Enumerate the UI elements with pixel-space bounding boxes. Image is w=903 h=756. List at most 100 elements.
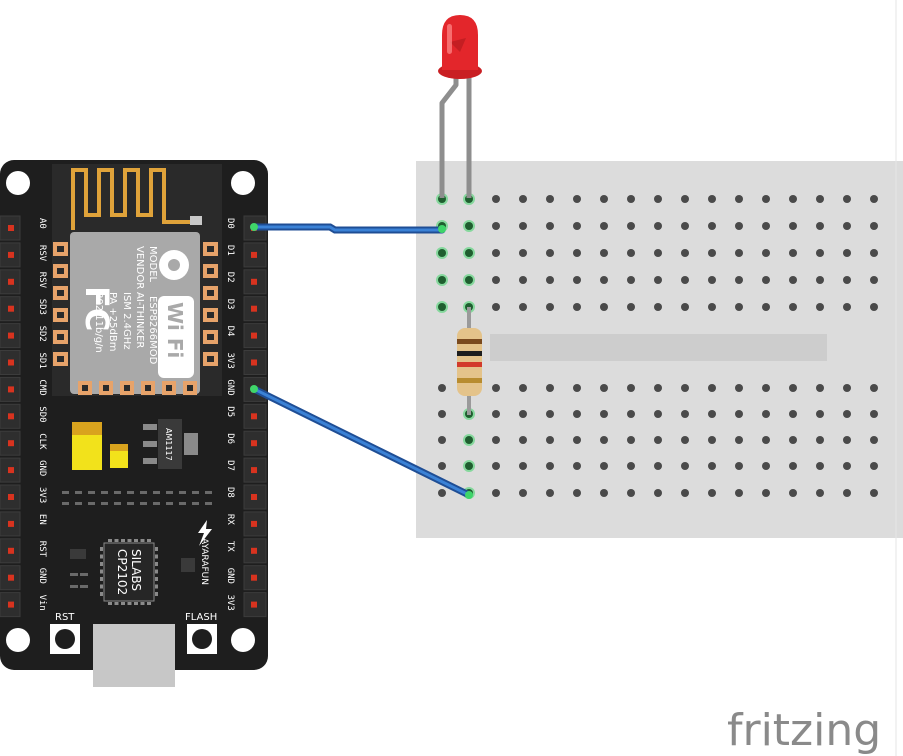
module-pad-hole	[207, 268, 214, 274]
breadboard-hole	[681, 384, 689, 392]
smd-pad	[153, 502, 160, 505]
right-pin-label: D1	[225, 245, 235, 256]
smd-pad	[88, 491, 95, 494]
breadboard-hole	[708, 276, 716, 284]
header-pin	[251, 278, 257, 285]
smd-pad	[179, 491, 186, 494]
espressif-logo-dot	[168, 259, 180, 271]
module-text-line: ESP8266MOD	[147, 296, 158, 365]
right-pin-label: GND	[225, 568, 235, 584]
led-highlight	[447, 24, 452, 54]
left-pin-label: EN	[37, 514, 47, 525]
breadboard-hole	[654, 303, 662, 311]
left-pin-label: SD2	[37, 326, 47, 342]
breadboard-hole	[627, 410, 635, 418]
header-pin	[8, 467, 14, 474]
breadboard-hole	[573, 489, 581, 497]
smd-pad	[192, 491, 199, 494]
breadboard-hole	[789, 222, 797, 230]
breadboard-hole	[816, 249, 824, 257]
breadboard-hole	[762, 195, 770, 203]
wire-d0-core	[252, 225, 444, 232]
module-text-line: VENDOR	[134, 246, 145, 289]
breadboard-hole	[438, 303, 446, 311]
resistor	[457, 328, 482, 396]
usb-chip-pin	[147, 539, 151, 542]
breadboard-hole	[519, 436, 527, 444]
header-pin	[8, 520, 14, 527]
left-pin-label: GND	[37, 568, 47, 584]
breadboard-hole	[465, 222, 473, 230]
breadboard-hole	[843, 436, 851, 444]
breadboard-hole	[816, 195, 824, 203]
mount-hole-bottom-left	[6, 628, 30, 652]
wire-end-d0-board	[250, 223, 258, 231]
module-pad-hole	[187, 385, 193, 391]
breadboard-hole	[600, 303, 608, 311]
smd-pad	[127, 491, 134, 494]
usb-chip-pin	[147, 602, 151, 605]
breadboard-hole	[708, 410, 716, 418]
header-pin	[8, 440, 14, 447]
right-pin-label: D5	[225, 406, 235, 417]
header-pin	[8, 359, 14, 366]
header-pin	[8, 494, 14, 500]
left-pin-label: SD3	[37, 299, 47, 315]
breadboard-hole	[870, 222, 878, 230]
module-pad-hole	[207, 356, 214, 362]
breadboard-hole	[600, 222, 608, 230]
breadboard-hole	[627, 276, 635, 284]
breadboard-hole	[438, 462, 446, 470]
usb-chip-pin	[121, 602, 125, 605]
breadboard-hole	[627, 195, 635, 203]
breadboard-hole	[654, 462, 662, 470]
header-pin	[251, 520, 257, 527]
usb-chip	[100, 539, 158, 605]
breadboard-hole	[546, 436, 554, 444]
breadboard-hole	[438, 436, 446, 444]
breadboard-hole	[654, 249, 662, 257]
breadboard-hole	[843, 249, 851, 257]
breadboard-hole	[654, 410, 662, 418]
breadboard-hole	[843, 384, 851, 392]
breadboard-hole	[492, 303, 500, 311]
left-pin-label: A0	[37, 218, 47, 229]
module-pad-hole	[57, 356, 64, 362]
left-pin-label: Vin	[37, 595, 47, 611]
breadboard	[416, 161, 903, 538]
left-pin-label: CLK	[37, 433, 47, 450]
capacitor-large-cap	[72, 422, 102, 435]
breadboard-hole	[843, 303, 851, 311]
smd-pad	[166, 502, 173, 505]
breadboard-hole	[762, 462, 770, 470]
breadboard-holes	[436, 193, 878, 499]
breadboard-hole	[627, 249, 635, 257]
right-pin-label: GND	[225, 379, 235, 395]
header-pin	[8, 601, 14, 608]
module-pad-hole	[124, 385, 130, 391]
led	[438, 15, 482, 198]
breadboard-hole	[627, 462, 635, 470]
breadboard-hole	[789, 303, 797, 311]
capacitor-small-cap	[110, 444, 128, 451]
breadboard-hole	[843, 195, 851, 203]
breadboard-hole	[627, 222, 635, 230]
usb-chip-pin	[134, 539, 138, 542]
fc-mark: FC	[78, 286, 116, 331]
usb-chip-pin	[108, 539, 112, 542]
flash-button[interactable]	[187, 624, 217, 654]
usb-chip-pin	[114, 602, 119, 605]
rst-button[interactable]	[50, 624, 80, 654]
breadboard-hole	[627, 489, 635, 497]
breadboard-hole	[708, 249, 716, 257]
lightning-icon	[198, 520, 212, 546]
smd-pad	[75, 502, 82, 505]
header-pin	[251, 440, 257, 447]
breadboard-hole	[546, 195, 554, 203]
right-pin-label: D3	[225, 299, 235, 310]
regulator-legs	[143, 424, 157, 464]
module-pad-hole	[145, 385, 151, 391]
breadboard-hole	[573, 276, 581, 284]
regulator-chip	[158, 419, 182, 469]
mount-hole-bottom-right	[231, 628, 255, 652]
